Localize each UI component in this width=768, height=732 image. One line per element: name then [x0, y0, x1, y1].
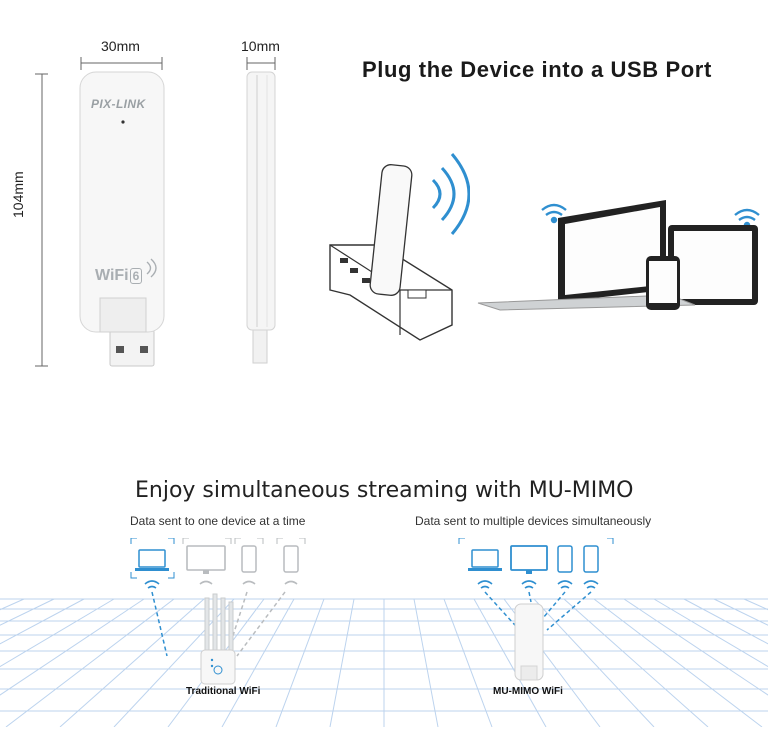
mu-mimo-diagram	[455, 537, 625, 688]
width-dimension-label: 30mm	[101, 38, 140, 54]
traditional-laptop-icon	[135, 549, 169, 571]
device-brand-logo: PIX-LINK	[91, 97, 146, 111]
mu-mimo-router-icon	[514, 603, 544, 681]
traditional-router-icon	[200, 593, 236, 685]
usb-plug-in-illustration	[320, 140, 471, 355]
laptop-port-illustration	[329, 153, 471, 341]
mu-mimo-title: Enjoy simultaneous streaming with MU-MIM…	[135, 478, 634, 503]
perspective-grid	[0, 598, 768, 728]
height-dimension-label: 104mm	[10, 171, 26, 218]
dimension-drawing-side	[230, 35, 300, 375]
mu-mimo-devices-svg	[458, 537, 614, 681]
dimension-drawing-front	[20, 30, 200, 375]
grid-floor	[0, 595, 768, 728]
devices-illustration	[470, 190, 768, 320]
traditional-caption: Data sent to one device at a time	[130, 514, 306, 528]
mu-mimo-caption: Data sent to multiple devices simultaneo…	[415, 514, 652, 528]
traditional-devices-svg	[130, 537, 306, 685]
wifi6-badge-number: 6	[129, 268, 143, 284]
depth-dimension-label: 10mm	[241, 38, 280, 54]
traditional-wifi-diagram	[125, 537, 325, 688]
wifi6-badge-text: WiFi	[95, 267, 129, 284]
dongle-side-illustration	[246, 57, 276, 364]
laptop-tablet-phone-illustration	[477, 200, 760, 311]
traditional-wifi-label: Traditional WiFi	[186, 686, 261, 697]
plug-in-headline: Plug the Device into a USB Port	[362, 57, 712, 82]
dongle-front-illustration	[35, 57, 165, 367]
mu-mimo-wifi-label: MU-MIMO WiFi	[493, 686, 563, 697]
